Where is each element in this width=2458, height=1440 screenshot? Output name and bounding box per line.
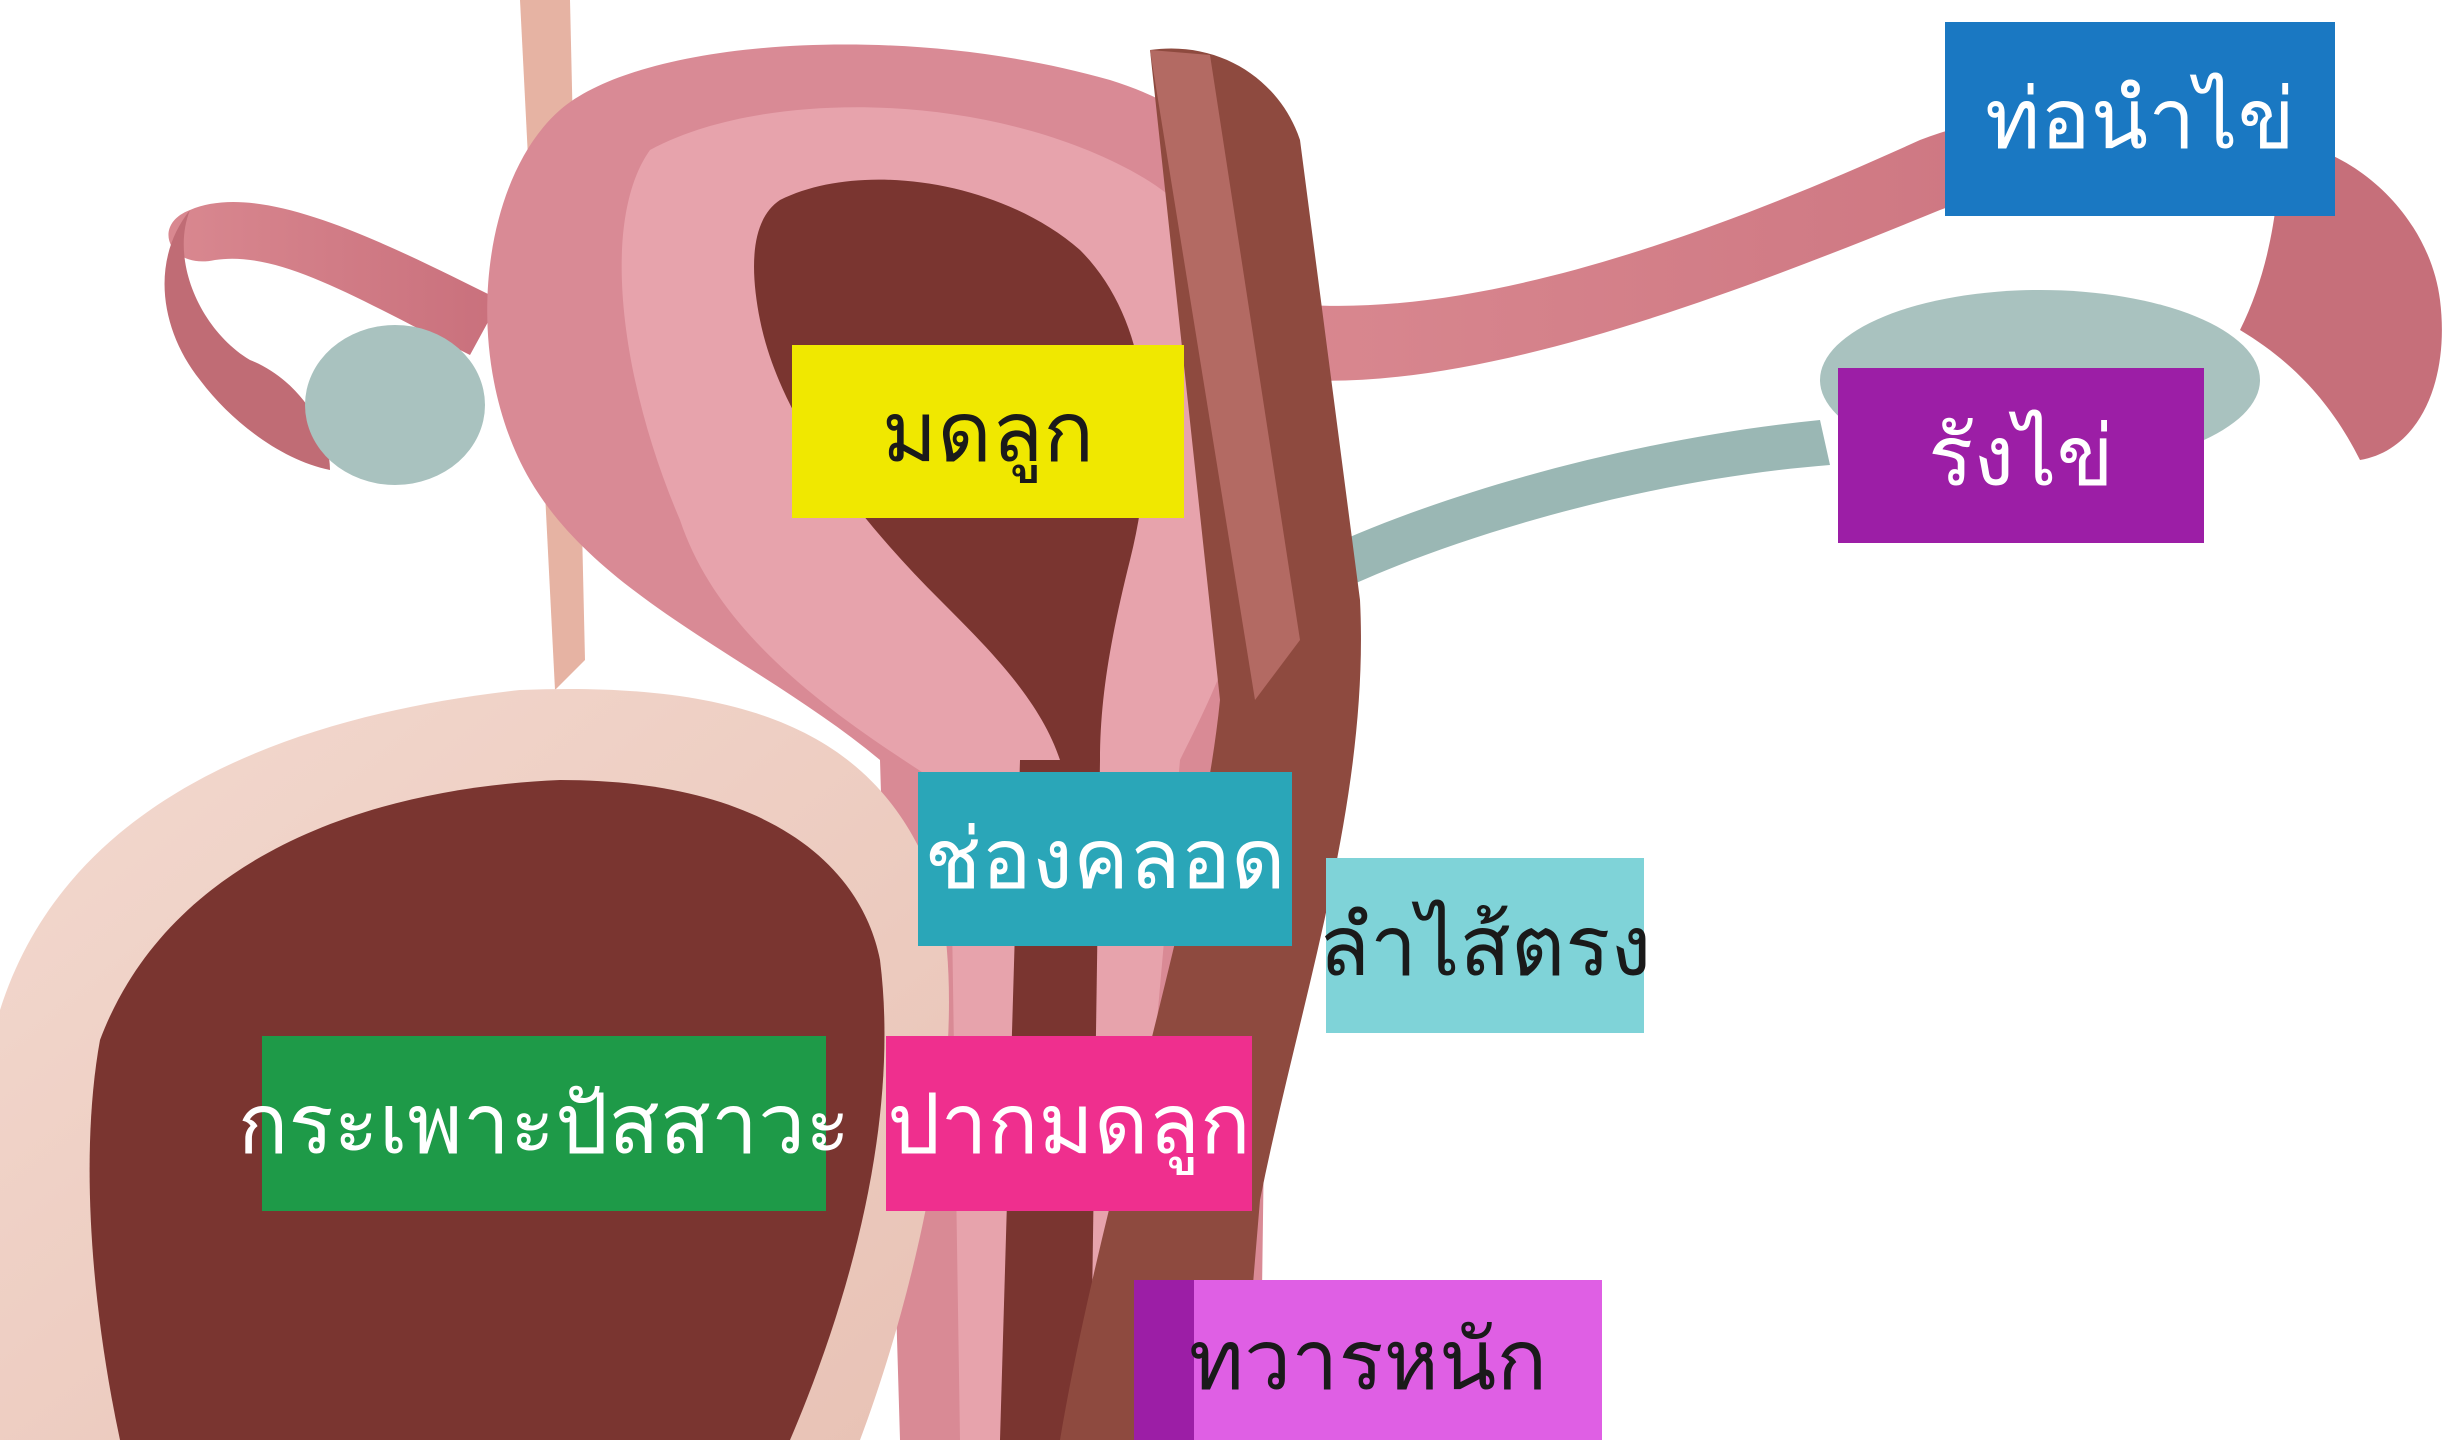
label-vagina: ช่องคลอด bbox=[918, 772, 1292, 946]
label-bladder: กระเพาะปัสสาวะ bbox=[262, 1036, 826, 1211]
label-fallopian-tube: ท่อนำไข่ bbox=[1945, 22, 2335, 216]
label-ovary: รังไข่ bbox=[1838, 368, 2204, 543]
label-cervix: ปากมดลูก bbox=[886, 1036, 1252, 1211]
left-fallopian-tube bbox=[168, 202, 500, 355]
label-rectum: ลำไส้ตรง bbox=[1326, 858, 1644, 1033]
label-uterus: มดลูก bbox=[792, 345, 1184, 518]
label-anus: ทวารหนัก bbox=[1134, 1280, 1602, 1440]
ovarian-ligament bbox=[1300, 420, 1830, 600]
left-ovary bbox=[305, 325, 485, 485]
